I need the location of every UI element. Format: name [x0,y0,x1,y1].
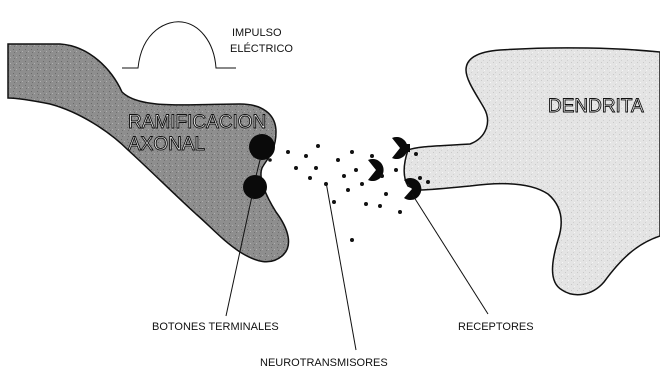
receptor-stem-upper [402,144,410,152]
axonal-branch-label-line2: AXONAL [128,134,205,155]
impulse-label-line1: IMPULSO [232,27,282,39]
terminal-buttons-label: BOTONES TERMINALES [152,321,279,333]
terminal-button-upper [249,134,275,160]
dendrite-label: DENDRITA [548,96,644,117]
receptors-label: RECEPTORES [458,321,534,333]
impulse-label-line2: ELÉCTRICO [230,42,293,55]
neurotransmitters-label: NEUROTRANSMISORES [260,357,388,369]
terminal-button-lower [243,175,267,199]
axonal-branch-label-line1: RAMIFICACION [128,112,266,133]
electrical-impulse-wave [122,22,236,68]
dendrite-shape [404,48,660,295]
leader-neurotransmitters [326,182,356,350]
leader-receptors [412,194,488,314]
receptor-stem-lower [412,184,418,192]
